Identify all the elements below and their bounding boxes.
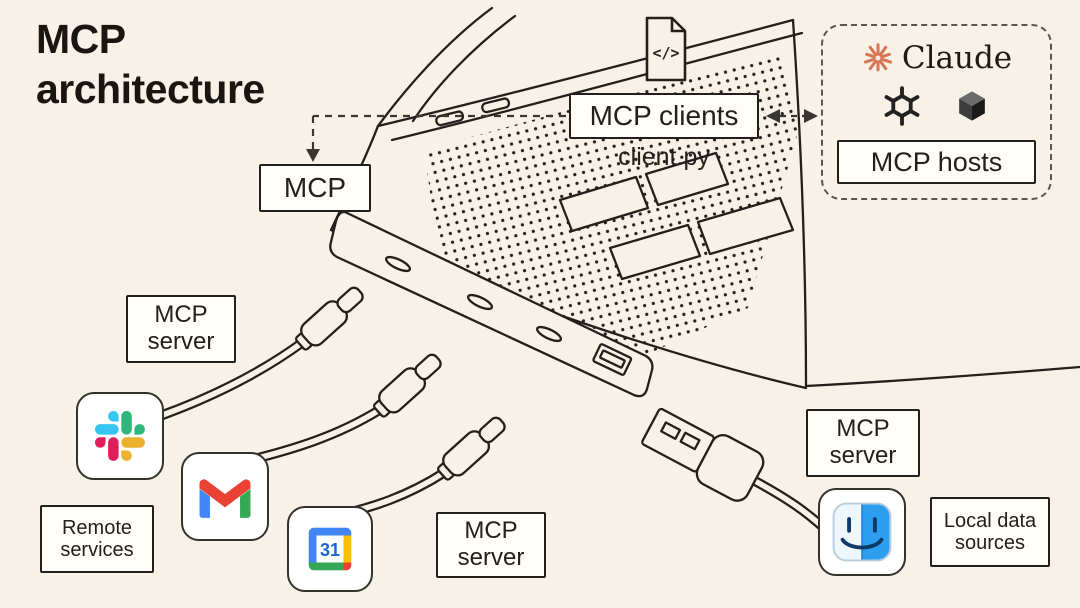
- openai-icon: [884, 86, 919, 126]
- code-file-icon: </>: [645, 16, 687, 82]
- mcp-server-box-local: MCP server: [806, 409, 920, 477]
- local-data-sources-box: Local data sources: [930, 497, 1050, 567]
- finder-icon: [832, 502, 892, 562]
- usb-a-connector: [641, 407, 765, 502]
- usb-c-connector-2: [373, 353, 442, 418]
- port-hub: [329, 210, 654, 398]
- gmail-icon: [199, 478, 251, 518]
- cursor-cube-icon: [958, 91, 985, 121]
- usb-c-connector-3: [437, 416, 506, 481]
- page-title: MCP architecture: [36, 16, 265, 113]
- slack-icon: [95, 411, 145, 461]
- remote-services-box: Remote services: [40, 505, 154, 573]
- mcp-server-box-remote: MCP server: [126, 295, 236, 363]
- mcp-hosts-group: Claude MCP hosts: [821, 24, 1052, 200]
- code-glyph: </>: [652, 44, 679, 62]
- client-py-label: client.py: [618, 143, 710, 171]
- usb-c-port: [466, 293, 494, 311]
- mcp-server-box-middle: MCP server: [436, 512, 546, 578]
- mcp-box: MCP: [259, 164, 371, 212]
- keyboard-keys: [558, 151, 795, 281]
- claude-logo: Claude: [823, 40, 1050, 76]
- mcp-hosts-box: MCP hosts: [837, 140, 1036, 184]
- finder-card: [818, 488, 906, 576]
- usb-c-connector-1: [295, 286, 364, 351]
- claude-wordmark: Claude: [901, 40, 1013, 76]
- gmail-card: [181, 452, 269, 541]
- host-app-logos: [823, 84, 1050, 128]
- google-calendar-card: 31: [287, 506, 373, 592]
- google-calendar-icon: 31: [308, 527, 352, 571]
- claude-spark-icon: [863, 43, 892, 72]
- calendar-day-number: 31: [320, 540, 340, 560]
- slack-card: [76, 392, 164, 480]
- usb-c-port: [535, 325, 563, 343]
- usb-a-port: [592, 343, 633, 376]
- arrowhead-right: [804, 109, 818, 123]
- mcp-clients-box: MCP clients: [569, 93, 759, 139]
- flow-arrows: [306, 109, 818, 162]
- arrowhead-down: [306, 149, 320, 162]
- arrowhead-left: [766, 109, 780, 123]
- usb-c-port: [384, 255, 412, 273]
